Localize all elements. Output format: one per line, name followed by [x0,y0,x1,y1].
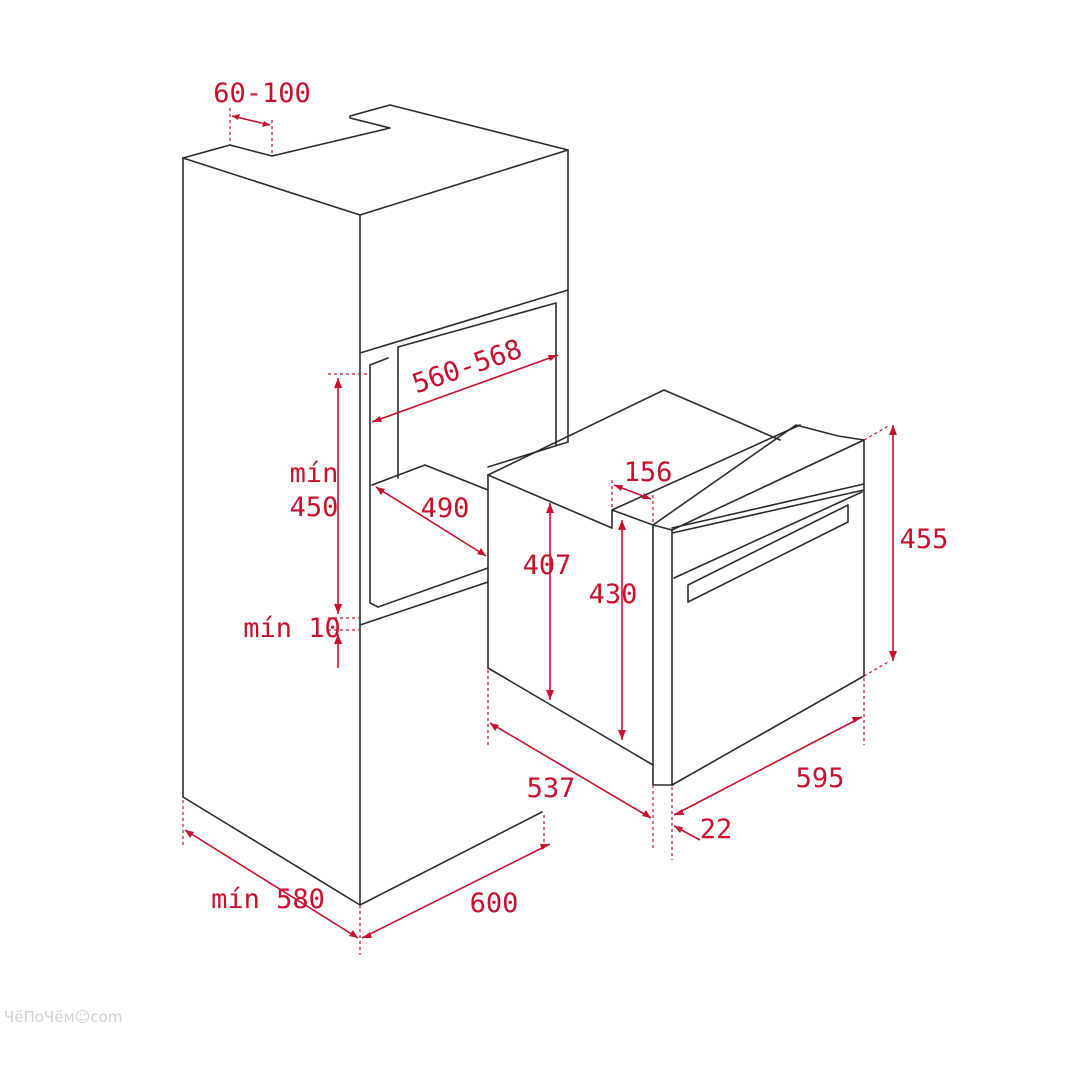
dim-body-depth: 537 [527,773,576,804]
dim-niche-width: 560-568 [408,334,526,400]
dim-cabinet-depth: mín 580 [211,884,325,915]
dim-top-recess: 156 [624,457,673,488]
dim-cabinet-width: 600 [470,888,519,919]
extension-lines [182,108,891,955]
dim-niche-height-min: mín [290,458,339,489]
dimension-arrows [184,114,897,939]
cabinet-outline [182,104,569,906]
dim-front-height: 455 [900,524,949,555]
dim-top-gap: 60-100 [213,78,311,109]
dim-niche-depth: 490 [421,493,470,524]
dim-front-thickness: 22 [700,814,733,845]
dim-niche-height-value: 450 [290,492,339,523]
dim-oven-width: 595 [796,763,845,794]
watermark: ЧёПоЧём☺com [4,1008,122,1026]
dim-body-height-back: 430 [589,579,638,610]
dimension-labels: 60-100 560-568 mín 450 490 mín 10 mín 58… [211,78,948,919]
dim-body-height-front: 407 [523,550,572,581]
dim-bottom-gap: mín 10 [243,613,341,644]
